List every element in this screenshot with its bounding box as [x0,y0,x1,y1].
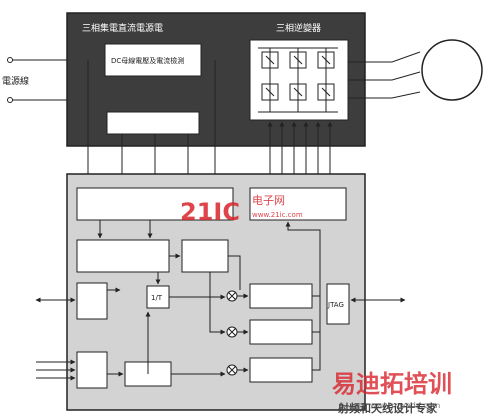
watermark-mweda-brand: 易迪拓培训 [332,370,452,398]
jtag-block [326,283,350,325]
summing-junctions [226,290,238,376]
grid-input-lines [7,57,67,103]
watermark-21ic-url: www.21ic.com [252,211,303,219]
transform-block [76,239,170,273]
input-capture-block [76,351,108,389]
id-controller-block [249,319,313,345]
estimator-block [181,239,229,273]
watermark-mweda-sub: 射频和天线设计专家 [337,401,438,415]
inverter-title: 三相逆變器 [276,22,321,34]
igbt-switch-grid [258,47,338,113]
watermark-mweda: 易迪拓培训 www.mweda.com 射频和天线设计专家 [332,370,452,415]
watermark-21ic-brand: 21IC [180,198,240,226]
watermark-mweda-url: www.mweda.com [370,401,441,410]
grid-label: 電源線 [2,75,29,87]
converter-block [106,111,200,135]
adc-block [76,187,234,221]
jtag-label: JTAG [327,301,344,309]
watermark-21ic-cn: 电子网 [252,194,285,207]
external-io-arrows [35,297,406,381]
dc-detect-label: DC母線電壓及電流檢測 [111,56,184,65]
pwm-block [249,187,347,221]
motor-symbol [421,39,483,101]
power-module-title: 三相集電直流電源電 [82,22,163,34]
dc-detect-block [104,43,202,77]
motor-phase-lines [348,51,421,99]
iq-controller-block [249,357,313,383]
comm-block [76,282,108,320]
inverter-block [249,39,349,121]
watermark-21ic: 21IC 电子网 www.21ic.com [180,194,303,226]
inv-ratio-label: 1/T [151,294,163,302]
controller-signal-paths [97,220,321,377]
speed-controller-block [249,283,313,309]
